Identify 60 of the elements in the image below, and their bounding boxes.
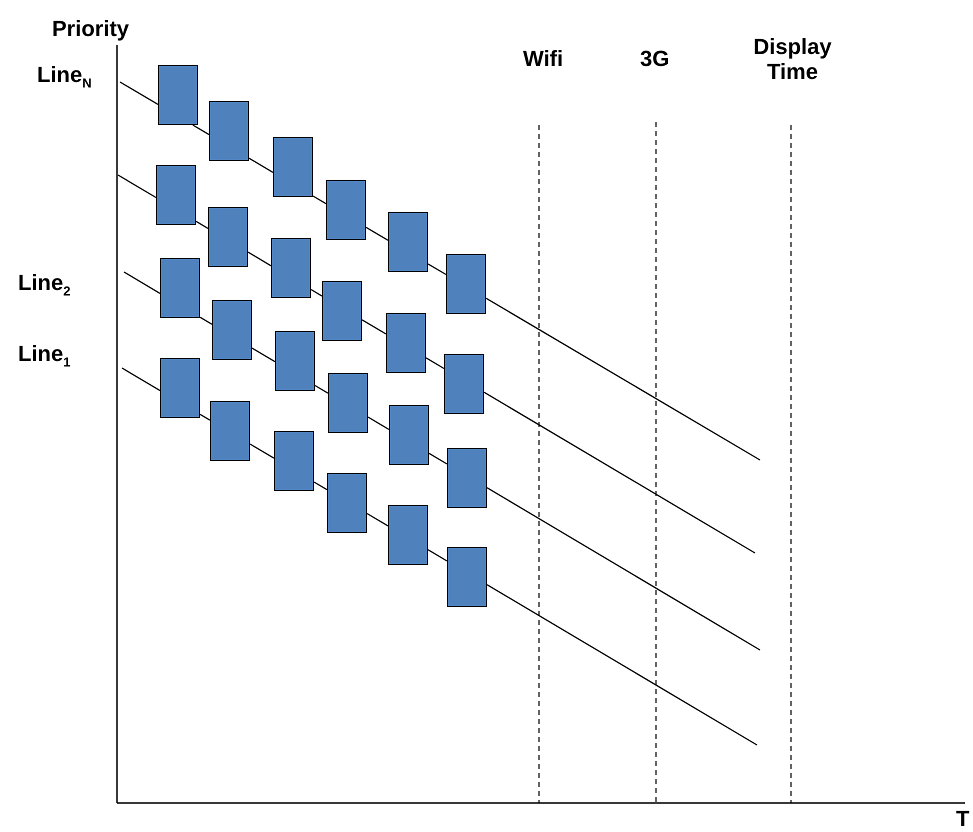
line-label: Line$_{1}$ <box>18 341 70 370</box>
connector-line <box>248 252 272 266</box>
packet-box <box>208 207 248 267</box>
connector-line <box>486 298 760 461</box>
connector-line <box>428 452 448 465</box>
line-label: Line$_{N}$ <box>37 62 92 92</box>
packet-box <box>444 354 484 414</box>
connector-line <box>196 220 208 229</box>
connector-line <box>486 487 760 651</box>
packet-box <box>209 101 249 161</box>
line-label: Line$_{2}$ <box>18 270 70 300</box>
connector-line <box>122 367 160 392</box>
connector-line <box>362 319 386 335</box>
packet-box <box>447 448 487 508</box>
connector-line <box>426 357 444 370</box>
connector-line <box>366 226 388 241</box>
packet-box <box>327 473 367 533</box>
axis-title: T <box>956 806 970 832</box>
packet-box <box>447 547 487 607</box>
connector-line <box>192 124 210 136</box>
packet-box <box>446 254 486 314</box>
connector-line <box>310 288 322 297</box>
packet-box <box>271 238 311 298</box>
connector-line <box>428 263 446 276</box>
connector-line <box>200 414 210 421</box>
packet-box <box>322 281 362 341</box>
connector-line <box>428 549 448 562</box>
packet-box <box>273 137 313 197</box>
packet-box <box>388 212 428 272</box>
connector-line <box>250 443 274 459</box>
connector-line <box>486 584 758 746</box>
connector-line <box>120 81 158 105</box>
connector-line <box>248 158 274 173</box>
connector-line <box>118 174 156 198</box>
packet-box <box>158 65 198 125</box>
packet-box <box>275 331 315 391</box>
deadline-label: Wifi <box>523 46 564 72</box>
packet-box <box>160 258 200 318</box>
connector-line <box>368 416 390 430</box>
deadline-label: 3G <box>640 46 670 72</box>
packet-box <box>274 431 314 491</box>
connector-line <box>312 195 326 204</box>
connector-line <box>314 384 328 394</box>
connector-line <box>484 392 756 554</box>
axis-title: Priority <box>52 16 130 42</box>
connector-line <box>366 512 388 526</box>
connector-line <box>252 348 276 362</box>
packet-box <box>212 300 252 360</box>
packet-box <box>388 505 428 565</box>
packet-box <box>326 180 366 240</box>
packet-box <box>389 405 429 465</box>
connector-line <box>314 481 328 490</box>
packet-box <box>160 358 200 418</box>
connector-line <box>200 316 212 325</box>
connector-line <box>124 271 160 294</box>
packet-box <box>328 373 368 433</box>
packet-box <box>156 165 196 225</box>
packet-box <box>386 313 426 373</box>
packet-box <box>210 401 250 461</box>
deadline-label: Display Time <box>752 34 833 85</box>
